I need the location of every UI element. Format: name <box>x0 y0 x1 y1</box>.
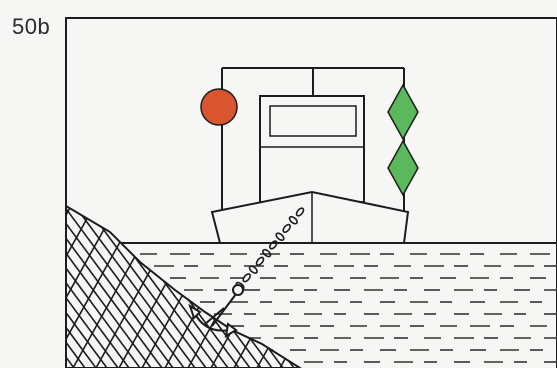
seabed-hatch <box>0 206 48 368</box>
seabed-hatch <box>441 206 531 368</box>
seabed-hatch <box>464 206 554 368</box>
seabed-hatch <box>438 206 557 368</box>
ball-shape-icon <box>201 89 237 125</box>
seabed-hatch <box>394 206 514 368</box>
seabed-hatch <box>0 206 74 368</box>
seabed-hatch <box>418 206 508 368</box>
seabed-hatch <box>0 206 30 368</box>
seabed-hatch <box>405 206 525 368</box>
seabed-hatch <box>460 206 557 368</box>
seabed-hatch <box>427 206 547 368</box>
seabed-hatch <box>416 206 536 368</box>
wheelhouse <box>260 96 364 202</box>
seabed-hatch <box>395 206 485 368</box>
diamond-shape-icon <box>388 85 418 139</box>
seabed-hatch <box>0 206 71 368</box>
seabed-hatch <box>0 206 8 368</box>
seabed-hatch <box>0 206 52 368</box>
seabed-hatch <box>0 206 63 368</box>
chain-link <box>262 248 272 258</box>
seabed-hatch <box>0 206 2 368</box>
seabed-hatch <box>0 206 41 368</box>
seabed-hatch <box>449 206 557 368</box>
chain-link <box>255 256 265 266</box>
ship-bow <box>212 192 408 243</box>
diamond-shape-icon <box>388 141 418 195</box>
seabed-hatch <box>0 206 25 368</box>
seabed-hatch <box>0 206 19 368</box>
chain-link <box>242 273 252 283</box>
